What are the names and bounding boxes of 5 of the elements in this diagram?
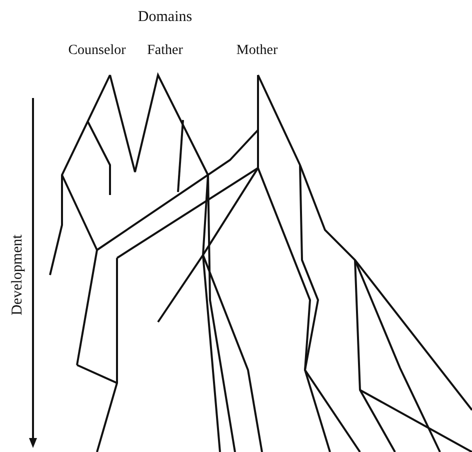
domain-label: Counselor: [68, 43, 126, 59]
diagram-title: Domains: [136, 9, 194, 26]
domain-label: Mother: [236, 43, 278, 59]
axis-label: Development: [10, 234, 26, 316]
domain-label: Father: [147, 43, 183, 59]
